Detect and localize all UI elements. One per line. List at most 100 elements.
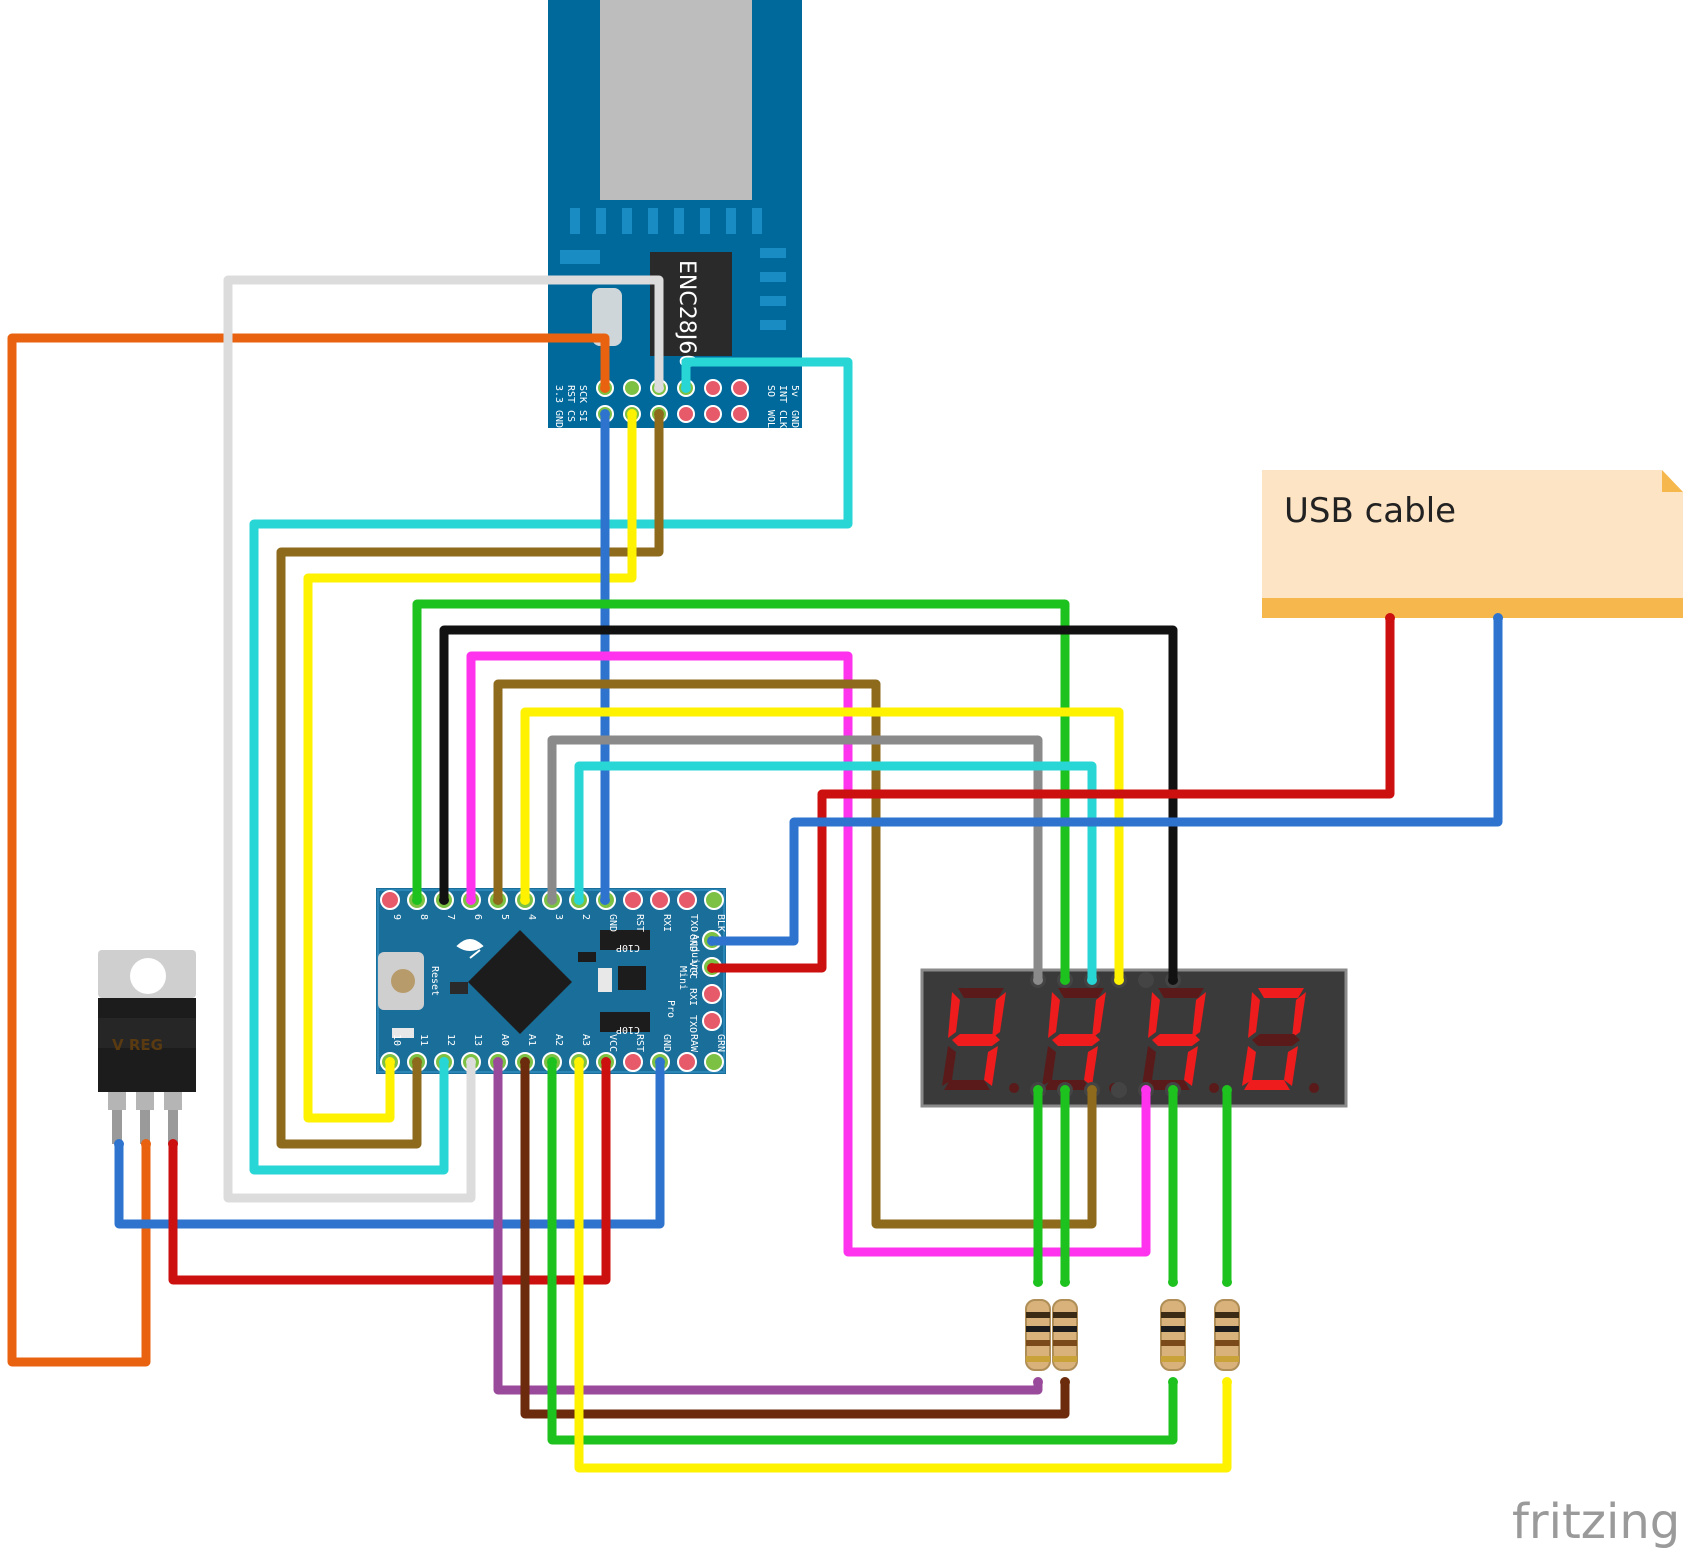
wire-cyan	[249, 357, 853, 1175]
wire-end	[574, 895, 584, 905]
arduino-right-pin	[702, 984, 722, 1004]
wire-magenta	[466, 651, 1151, 1257]
display-segment	[944, 1080, 990, 1090]
wire-end	[1087, 975, 1097, 985]
arduino-logo-icon	[456, 939, 484, 959]
arduino-bottom-pin	[677, 1052, 697, 1072]
display-segment	[1192, 992, 1206, 1038]
wire-end	[114, 1139, 124, 1149]
arduino-bottom-pin-label: 12	[445, 1034, 456, 1046]
eth-label-so: SO	[765, 385, 776, 397]
eth-traces	[560, 208, 786, 330]
arduino-top-pin-label: 3	[553, 914, 564, 920]
wire-end	[466, 895, 476, 905]
arduino-top-pin-label: RXI	[661, 914, 672, 932]
wire-end	[707, 963, 717, 973]
wire-end	[1168, 975, 1178, 985]
arduino-right-pin-label: GND	[687, 934, 698, 952]
display-segment	[1152, 1034, 1200, 1046]
wire-yellow	[574, 1057, 1232, 1473]
arduino-right-pin	[702, 1011, 722, 1031]
wire-gray	[547, 735, 1043, 985]
wire-end	[600, 409, 610, 419]
wire-end	[1033, 1377, 1043, 1387]
wire-end	[1385, 613, 1395, 623]
display-segment	[1284, 1046, 1298, 1086]
arduino-top-pin-label: 9	[391, 914, 402, 920]
arduino-top-pin-label: GND	[607, 914, 618, 932]
resistor-band	[1215, 1340, 1239, 1346]
arduino-top-pin	[650, 890, 670, 910]
wire-end	[385, 1057, 395, 1067]
arduino-top-pin-label: RST	[634, 914, 645, 932]
wire-blue	[707, 613, 1503, 946]
resistor-band	[1026, 1326, 1050, 1332]
arduino-top-pin-label: 7	[445, 914, 456, 920]
eth-rj45-jack	[600, 0, 752, 200]
arduino-bottom-pin-label: GRN	[715, 1034, 726, 1052]
arduino-top-pin-label: 6	[472, 914, 483, 920]
arduino-cap-label-1: C10P	[616, 942, 640, 953]
eth-label-gnd2: GND	[789, 410, 800, 428]
arduino-top-pin-label: 2	[580, 914, 591, 920]
wire-end	[439, 1057, 449, 1067]
resistor-band	[1215, 1356, 1239, 1362]
display-segment	[1158, 988, 1204, 998]
wire-end	[168, 1139, 178, 1149]
seven-segment-display	[920, 968, 1348, 1108]
arduino-right-pin-label: RXI	[687, 988, 698, 1006]
display-segment	[948, 992, 960, 1038]
wire-brown	[493, 679, 1097, 1229]
wire-end	[600, 383, 610, 393]
resistor-band	[1215, 1312, 1239, 1318]
wire-end	[1033, 1277, 1043, 1287]
wire-end	[681, 383, 691, 393]
arduino-right-pin-label: VCC	[687, 961, 698, 979]
display-segment	[1148, 992, 1160, 1038]
wire-end	[466, 1057, 476, 1067]
display-decimal-point	[1309, 1083, 1319, 1093]
resistor-band	[1161, 1340, 1185, 1346]
resistor-band	[1161, 1326, 1185, 1332]
resistor-band	[1026, 1356, 1050, 1362]
wire-end	[1168, 1277, 1178, 1287]
arduino-bottom-pin-label: A1	[526, 1034, 537, 1046]
wire-end	[1168, 1377, 1178, 1387]
eth-label-wol: WOL	[765, 410, 776, 428]
display-segment	[1248, 992, 1260, 1038]
display-segment	[1052, 1034, 1100, 1046]
wire-red	[707, 613, 1395, 973]
display-segment	[1048, 992, 1060, 1038]
arduino-reset-knob	[391, 969, 415, 993]
wire-end	[1114, 975, 1124, 985]
arduino-top-pin	[380, 890, 400, 910]
display-segment	[1292, 992, 1306, 1038]
wire-end	[1033, 975, 1043, 985]
wire-green	[547, 1057, 1178, 1445]
display-segment	[1042, 1046, 1056, 1086]
display-segment	[992, 992, 1006, 1038]
eth-label-cs: CS	[565, 410, 576, 422]
arduino-bottom-pin-label: GND	[661, 1034, 672, 1052]
wire-end	[654, 409, 664, 419]
wire-end	[574, 1057, 584, 1067]
wire-end	[412, 1057, 422, 1067]
eth-label-si: SI	[577, 410, 588, 422]
eth-label-5v: 5v	[789, 385, 800, 397]
arduino-bottom-pin	[704, 1052, 724, 1072]
display-segment	[1244, 1080, 1290, 1090]
wire-end	[707, 936, 717, 946]
arduino-bottom-pin-label: RST	[634, 1034, 645, 1052]
wire-cyan	[574, 761, 1097, 985]
resistor-band	[1053, 1340, 1077, 1346]
wire-end	[601, 1057, 611, 1067]
eth-label-3v3: 3.3	[553, 385, 564, 403]
wire-end	[1060, 1377, 1070, 1387]
resistor-band	[1053, 1312, 1077, 1318]
display-segment	[952, 1034, 1000, 1046]
arduino-bottom-pin	[623, 1052, 643, 1072]
wire-end	[1222, 1277, 1232, 1287]
arduino-right-pin-label: TXO	[687, 1015, 698, 1033]
arduino-top-pin-label: 8	[418, 914, 429, 920]
